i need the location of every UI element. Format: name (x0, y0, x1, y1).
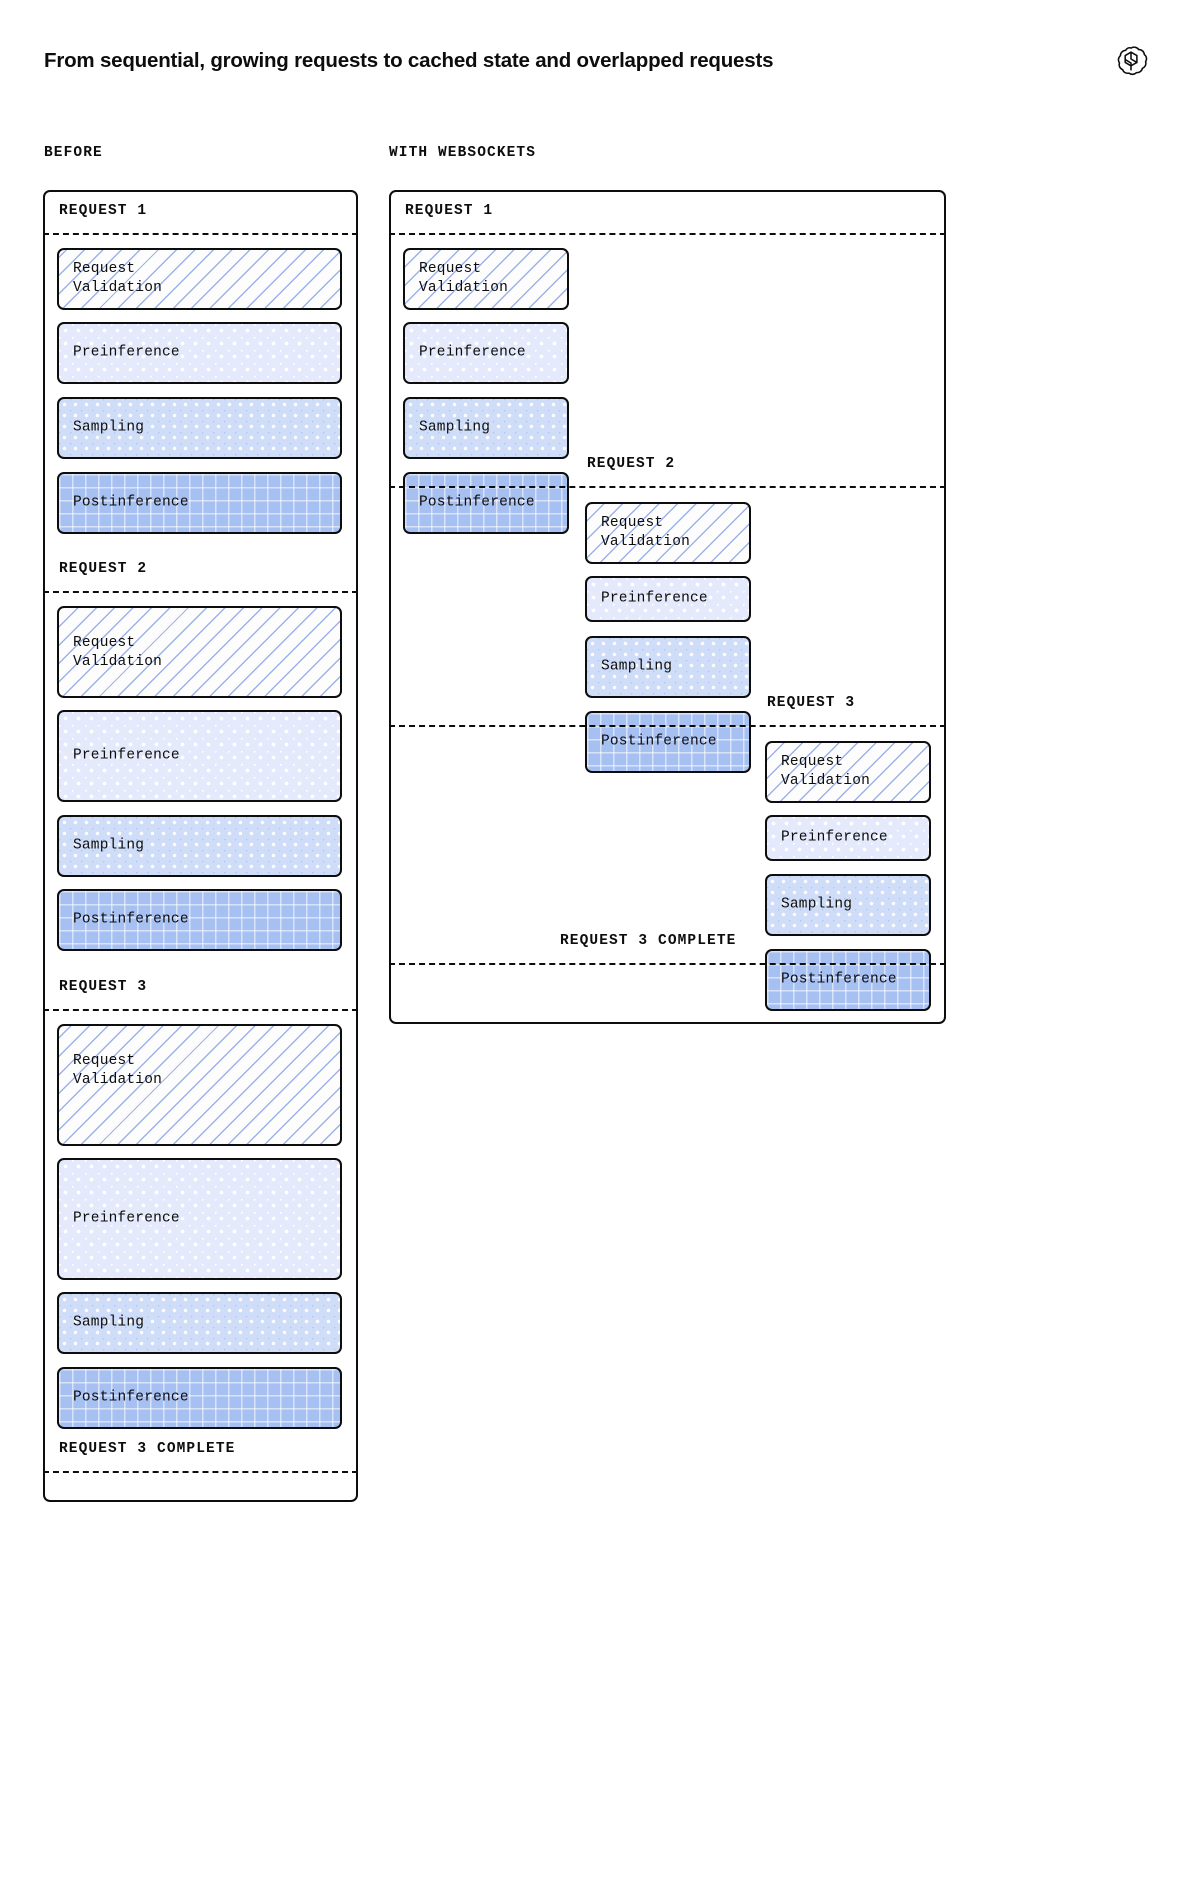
stage-label: Preinference (781, 829, 888, 846)
before-r2-stage-sampling: Sampling (57, 815, 342, 877)
stage-label: Preinference (601, 590, 708, 607)
before-r1-stage-postinference: Postinference (57, 472, 342, 534)
ws-r2-stage-validation: Request Validation (585, 502, 751, 564)
ws-r1-stage-sampling: Sampling (403, 397, 569, 459)
column-heading-before: BEFORE (44, 145, 103, 161)
ws-divider-line-request-3-complete (389, 963, 946, 965)
stage-label: Request Validation (601, 515, 691, 550)
ws-r1-stage-preinference: Preinference (403, 322, 569, 384)
stage-label: Postinference (73, 911, 189, 928)
stage-label: Request Validation (73, 1053, 163, 1088)
ws-r1-stage-validation: Request Validation (403, 248, 569, 310)
stage-label: Sampling (73, 1314, 145, 1331)
before-divider-line-request-2 (43, 591, 358, 593)
ws-r1-stage-postinference: Postinference (403, 472, 569, 534)
stage-label: Postinference (73, 1389, 189, 1406)
before-r3-stage-preinference: Preinference (57, 1158, 342, 1280)
stage-label: Preinference (73, 1210, 180, 1227)
before-r2-stage-validation: Request Validation (57, 606, 342, 698)
ws-divider-label-request-2: REQUEST 2 (585, 456, 678, 472)
ws-r3-stage-postinference: Postinference (765, 949, 931, 1011)
before-divider-label-request-3: REQUEST 3 (57, 979, 150, 995)
ws-r2-stage-sampling: Sampling (585, 636, 751, 698)
stage-label: Request Validation (419, 261, 509, 296)
before-r3-stage-postinference: Postinference (57, 1367, 342, 1429)
stage-label: Sampling (781, 896, 853, 913)
before-divider-line-request-3 (43, 1009, 358, 1011)
ws-r2-stage-postinference: Postinference (585, 711, 751, 773)
before-r2-stage-preinference: Preinference (57, 710, 342, 802)
before-divider-line-request-1 (43, 233, 358, 235)
ws-divider-line-request-2 (389, 486, 946, 488)
before-r2-stage-postinference: Postinference (57, 889, 342, 951)
column-heading-websockets: WITH WEBSOCKETS (389, 145, 537, 161)
ws-divider-label-request-1: REQUEST 1 (403, 203, 496, 219)
ws-r2-stage-preinference: Preinference (585, 576, 751, 622)
ws-divider-label-request-3: REQUEST 3 (765, 695, 858, 711)
before-r3-stage-validation: Request Validation (57, 1024, 342, 1146)
stage-label: Request Validation (73, 635, 163, 670)
stage-label: Preinference (73, 344, 180, 361)
ws-r3-stage-preinference: Preinference (765, 815, 931, 861)
ws-r3-stage-validation: Request Validation (765, 741, 931, 803)
stage-label: Sampling (419, 419, 491, 436)
before-r1-stage-sampling: Sampling (57, 397, 342, 459)
page-header: From sequential, growing requests to cac… (44, 44, 1148, 78)
before-divider-label-request-1: REQUEST 1 (57, 203, 150, 219)
before-divider-line-request-3-complete (43, 1471, 358, 1473)
stage-label: Postinference (73, 494, 189, 511)
stage-label: Request Validation (73, 261, 163, 296)
stage-label: Postinference (419, 494, 535, 511)
stage-label: Sampling (73, 837, 145, 854)
before-r3-stage-sampling: Sampling (57, 1292, 342, 1354)
stage-label: Request Validation (781, 754, 871, 789)
before-r1-stage-validation: Request Validation (57, 248, 342, 310)
page-title: From sequential, growing requests to cac… (44, 49, 774, 72)
ws-r3-stage-sampling: Sampling (765, 874, 931, 936)
stage-label: Sampling (601, 658, 673, 675)
ws-divider-label-request-3-complete: REQUEST 3 COMPLETE (558, 933, 739, 949)
openai-logo-icon (1114, 44, 1148, 78)
stage-label: Preinference (419, 344, 526, 361)
stage-label: Preinference (73, 747, 180, 764)
stage-label: Postinference (781, 971, 897, 988)
ws-divider-line-request-1 (389, 233, 946, 235)
ws-divider-line-request-3 (389, 725, 946, 727)
stage-label: Sampling (73, 419, 145, 436)
before-r1-stage-preinference: Preinference (57, 322, 342, 384)
before-divider-label-request-3-complete: REQUEST 3 COMPLETE (57, 1441, 238, 1457)
stage-label: Postinference (601, 733, 717, 750)
before-divider-label-request-2: REQUEST 2 (57, 561, 150, 577)
